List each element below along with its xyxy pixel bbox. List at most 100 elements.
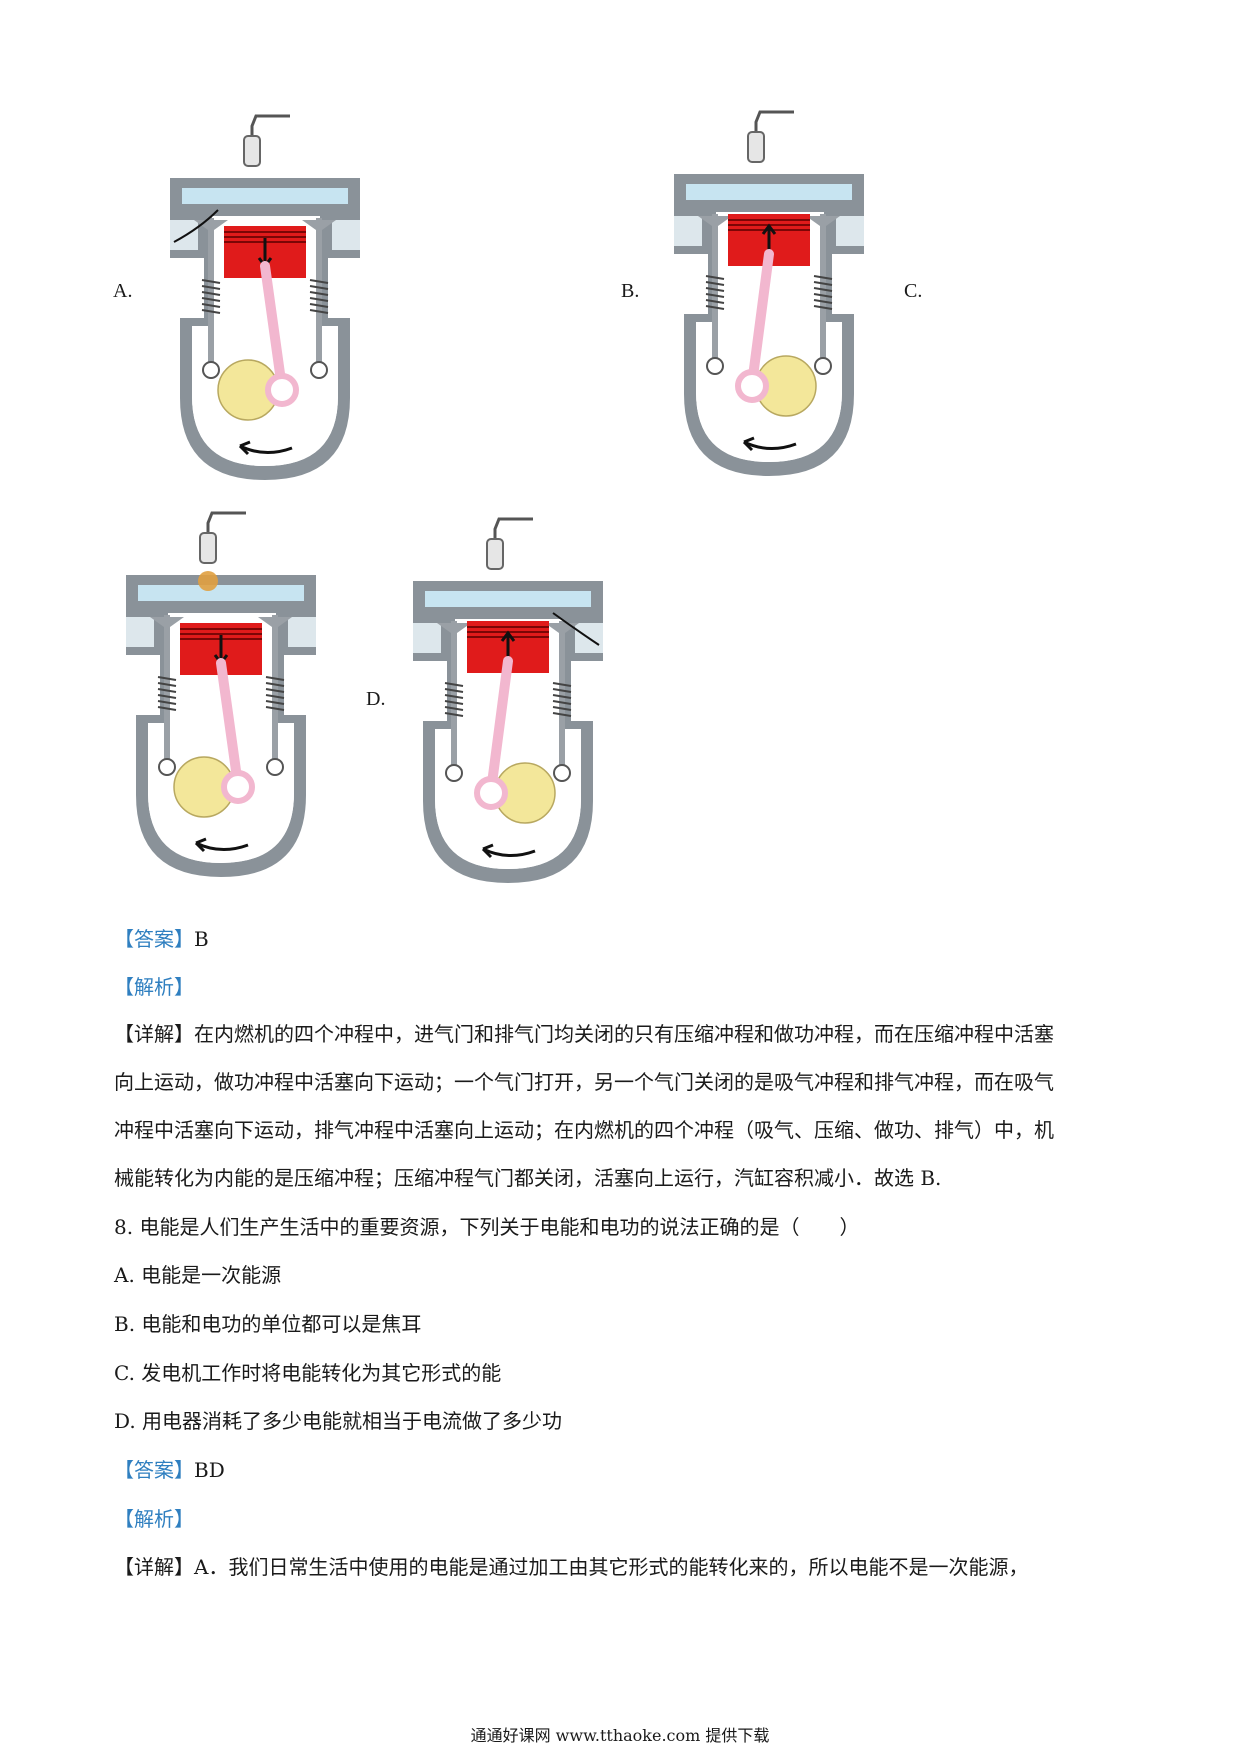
answer-value: BD bbox=[194, 1458, 225, 1482]
q8-option-c: C. 发电机工作时将电能转化为其它形式的能 bbox=[114, 1361, 502, 1385]
intake-cam bbox=[706, 357, 724, 375]
valve-spring-coil bbox=[265, 682, 285, 687]
q8-option-a: A. 电能是一次能源 bbox=[114, 1263, 282, 1287]
valve-spring-coil bbox=[201, 291, 221, 296]
intake-port bbox=[170, 220, 198, 250]
detail-tag: 【详解】 bbox=[114, 1555, 194, 1579]
valve-spring-coil bbox=[552, 712, 572, 717]
crank-pin bbox=[221, 770, 255, 804]
valve-spring-coil bbox=[201, 309, 221, 314]
cylinder-block bbox=[423, 619, 593, 883]
valve-spring-coil bbox=[157, 688, 177, 693]
exhaust-valve-head bbox=[806, 216, 840, 226]
rotation-arrowhead bbox=[238, 440, 251, 456]
connecting-rod bbox=[486, 656, 513, 796]
exhaust-cam bbox=[266, 758, 284, 776]
valve-spring-coil bbox=[705, 305, 725, 310]
valve-spring-coil bbox=[444, 694, 464, 699]
option-label-a: A. bbox=[113, 280, 133, 302]
analysis-tag: 【解析】 bbox=[114, 975, 194, 999]
detail-line: 【详解】在内燃机的四个冲程中，进气门和排气门均关闭的只有压缩冲程和做功冲程，而在… bbox=[114, 1022, 1054, 1046]
valve-spring-coil bbox=[552, 682, 572, 687]
exhaust-port bbox=[836, 216, 864, 246]
intake-port bbox=[674, 216, 702, 246]
option-label-d: D. bbox=[366, 688, 386, 710]
valve-spring-coil bbox=[265, 688, 285, 693]
exhaust-cam bbox=[310, 361, 328, 379]
valve-spring-coil bbox=[309, 303, 329, 308]
detail-line: 械能转化为内能的是压缩冲程；压缩冲程气门都关闭，活塞向上运行，汽缸容积减小．故选… bbox=[114, 1166, 942, 1190]
option-label-b: B. bbox=[621, 280, 640, 302]
detail-tag: 【详解】 bbox=[114, 1022, 194, 1046]
exhaust-cam bbox=[814, 357, 832, 375]
q8-detail: 【详解】A．我们日常生活中使用的电能是通过加工由其它形式的能转化来的，所以电能不… bbox=[114, 1555, 1029, 1579]
exhaust-cam bbox=[553, 764, 571, 782]
answer-value: B bbox=[194, 927, 209, 951]
spark-plug bbox=[243, 135, 261, 167]
rotation-arrowhead bbox=[194, 837, 207, 853]
valve-spring-coil bbox=[265, 694, 285, 699]
rotation-arrowhead bbox=[742, 436, 755, 452]
engine-figure-d bbox=[413, 517, 603, 883]
rotation-arrow bbox=[482, 847, 536, 857]
valve-spring-coil bbox=[813, 293, 833, 298]
q8-option-b: B. 电能和电功的单位都可以是焦耳 bbox=[114, 1312, 422, 1336]
cylinder-block bbox=[136, 613, 306, 877]
option-label-c: C. bbox=[904, 280, 923, 302]
valve-spring-coil bbox=[813, 305, 833, 310]
valve-spring-coil bbox=[201, 303, 221, 308]
valve-spring-coil bbox=[705, 275, 725, 280]
exhaust-flow-arrow bbox=[552, 612, 600, 646]
spark-plug bbox=[747, 131, 765, 163]
valve-spring-coil bbox=[157, 694, 177, 699]
rotation-arrow bbox=[743, 440, 797, 450]
valve-spring-coil bbox=[201, 297, 221, 302]
q7-analysis: 【解析】 bbox=[114, 972, 194, 1002]
valve-spring-coil bbox=[201, 285, 221, 290]
intake-cam bbox=[202, 361, 220, 379]
intake-port bbox=[413, 623, 441, 653]
intake-valve-head bbox=[437, 623, 471, 633]
detail-line: 冲程中活塞向下运动，排气冲程中活塞向上运动；在内燃机的四个冲程（吸气、压缩、做功… bbox=[114, 1118, 1054, 1142]
rotation-arrow bbox=[239, 444, 293, 454]
valve-spring-coil bbox=[201, 279, 221, 284]
valve-spring-coil bbox=[444, 682, 464, 687]
valve-spring-coil bbox=[265, 706, 285, 711]
ignition-spark bbox=[198, 571, 218, 591]
intake-flow-arrow bbox=[173, 209, 219, 243]
detail-line: 向上运动，做功冲程中活塞向下运动；一个气门打开，另一个气门关闭的是吸气冲程和排气… bbox=[114, 1070, 1054, 1094]
valve-spring-coil bbox=[157, 706, 177, 711]
spark-plug bbox=[199, 532, 217, 564]
connecting-rod bbox=[216, 658, 243, 790]
valve-spring-coil bbox=[444, 712, 464, 717]
head-water-jacket bbox=[138, 585, 304, 601]
q8-answer: 【答案】BD bbox=[114, 1455, 225, 1485]
q7-detail: 【详解】在内燃机的四个冲程中，进气门和排气门均关闭的只有压缩冲程和做功冲程，而在… bbox=[114, 1010, 1134, 1202]
answer-tag: 【答案】 bbox=[114, 1458, 194, 1482]
valve-spring-coil bbox=[309, 285, 329, 290]
valve-spring-coil bbox=[705, 293, 725, 298]
head-water-jacket bbox=[686, 184, 852, 200]
analysis-tag: 【解析】 bbox=[114, 1507, 194, 1531]
engine-figure-c bbox=[126, 511, 316, 877]
valve-spring-coil bbox=[444, 688, 464, 693]
engine-figure-b bbox=[674, 110, 864, 476]
valve-spring-coil bbox=[157, 682, 177, 687]
valve-spring-coil bbox=[309, 291, 329, 296]
valve-spring-coil bbox=[705, 281, 725, 286]
intake-valve-head bbox=[150, 617, 184, 627]
valve-spring-coil bbox=[705, 287, 725, 292]
exhaust-valve-head bbox=[302, 220, 336, 230]
spark-plug bbox=[486, 538, 504, 570]
head-water-jacket bbox=[182, 188, 348, 204]
valve-spring-coil bbox=[705, 299, 725, 304]
valve-spring-coil bbox=[265, 700, 285, 705]
valve-spring-coil bbox=[157, 676, 177, 681]
valve-spring-coil bbox=[157, 700, 177, 705]
valve-spring-coil bbox=[265, 676, 285, 681]
q7-answer: 【答案】B bbox=[114, 924, 209, 954]
cylinder-block bbox=[180, 216, 350, 480]
intake-cam bbox=[158, 758, 176, 776]
valve-spring-coil bbox=[813, 287, 833, 292]
